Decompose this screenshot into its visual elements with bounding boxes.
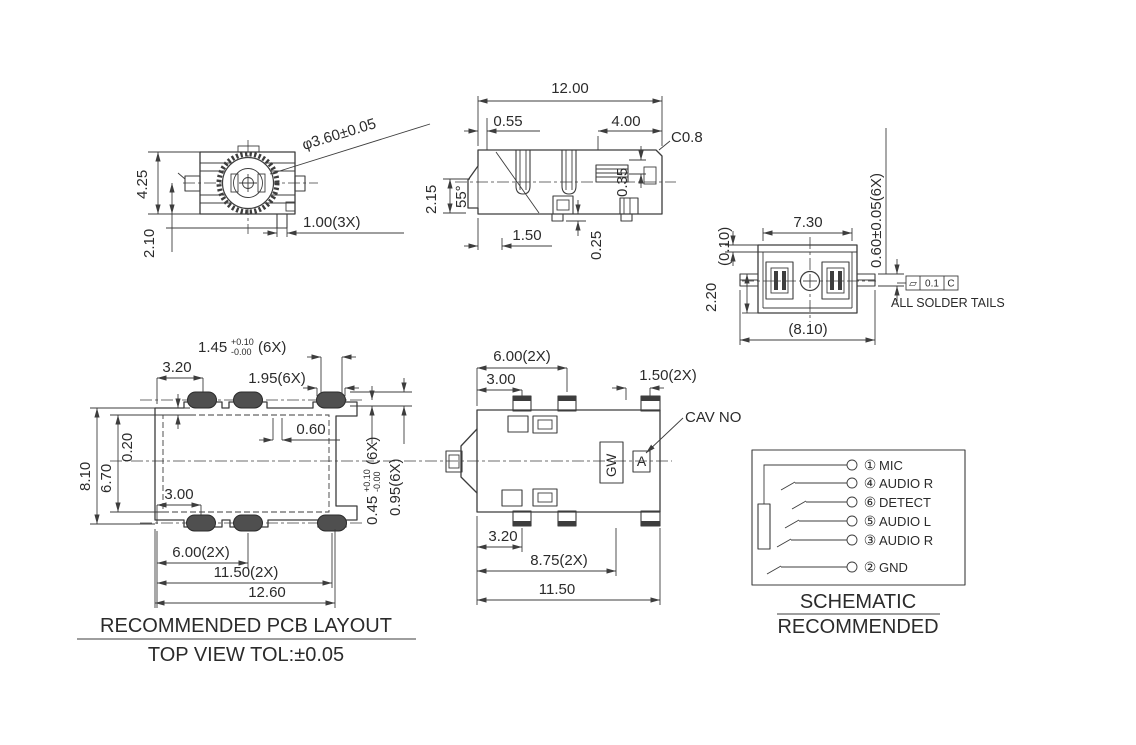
- schematic-caption-line2: RECOMMENDED: [777, 616, 938, 638]
- pin-label: DETECT: [879, 495, 931, 510]
- dim-slot-width: 0.45: [364, 496, 381, 525]
- dim-3-00-top: 3.00: [486, 371, 515, 388]
- dim-pin-width: 1.00(3X): [303, 214, 361, 231]
- dim-pad-width-tol-minus: -0.00: [231, 347, 252, 357]
- gdt-value: 0.1: [925, 279, 939, 290]
- pcb-caption-line1: RECOMMENDED PCB LAYOUT: [100, 615, 392, 637]
- dim-0-20: 0.20: [119, 433, 136, 462]
- dim-0-10-ref: (0.10): [716, 227, 733, 266]
- schematic-pin-row: ④ AUDIO R: [864, 475, 933, 491]
- dim-2-10: 2.10: [141, 229, 158, 258]
- pin-number: ②: [864, 559, 877, 575]
- dim-1-50-top: 1.50(2X): [639, 367, 697, 384]
- dim-2-20: 2.20: [703, 283, 720, 312]
- dim-pad-width-suffix: (6X): [258, 339, 286, 356]
- schematic-pin-row: ⑥ DETECT: [864, 494, 931, 510]
- dim-pad-len: 1.95(6X): [248, 370, 306, 387]
- dim-7-30: 7.30: [793, 214, 822, 231]
- pin-number: ①: [864, 457, 877, 473]
- pin-number: ④: [864, 475, 877, 491]
- dim-chamfer: C0.8: [671, 129, 703, 146]
- dim-angle-55: 55°: [453, 185, 470, 208]
- schematic: ① MIC ④ AUDIO R ⑥ DETECT ⑤ AUDIO L ③ AUD…: [751, 449, 966, 638]
- dim-slot-tol-plus: +0.10: [362, 469, 372, 492]
- pin-number: ③: [864, 532, 877, 548]
- dim-0-35: 0.35: [614, 168, 631, 197]
- dim-8-10-ref: (8.10): [788, 321, 827, 338]
- dim-2-15: 2.15: [423, 185, 440, 214]
- dim-11-50-top: 11.50: [539, 581, 575, 598]
- dim-6-70: 6.70: [98, 464, 115, 493]
- pin-number: ⑤: [864, 513, 877, 529]
- dim-0-25: 0.25: [588, 231, 605, 260]
- dim-pad-width-tol-plus: +0.10: [231, 337, 254, 347]
- pin-label: AUDIO L: [879, 514, 931, 529]
- dim-4-00: 4.00: [611, 113, 640, 130]
- cavity-letter: A: [637, 453, 647, 469]
- dim-slot-tol-minus: -0.00: [372, 471, 382, 492]
- dim-pad-width: 1.45: [198, 339, 227, 356]
- dim-8-10: 8.10: [77, 462, 94, 491]
- dim-0-60-pcb: 0.60: [296, 421, 325, 438]
- pcb-caption-line2: TOP VIEW TOL:±0.05: [148, 644, 344, 666]
- dim-3-20-top: 3.20: [488, 528, 517, 545]
- pin-label: AUDIO R: [879, 533, 933, 548]
- dim-3-20-pcb: 3.20: [162, 359, 191, 376]
- schematic-pin-row: ① MIC: [864, 457, 903, 473]
- side-view: 12.00 0.55 4.00 C0.8 0.35 2.15 55° 1.50: [423, 80, 703, 260]
- rear-view: 7.30 (8.10) (0.10) 2.20 0.60±0.05(6X) ▱ …: [703, 128, 1005, 345]
- dim-pad-height: 0.95(6X): [387, 458, 404, 516]
- dim-6-00-pcb: 6.00(2X): [172, 544, 230, 561]
- dim-8-75: 8.75(2X): [530, 552, 588, 569]
- dim-0-60-tail: 0.60±0.05(6X): [868, 173, 885, 268]
- marking-gw: GW: [604, 453, 619, 477]
- dim-3-00-pcb: 3.00: [164, 486, 193, 503]
- schematic-pin-row: ② GND: [864, 559, 908, 575]
- front-view: 4.25 2.10 φ3.60±0.05 1.00(3X): [134, 115, 431, 258]
- dim-6-00-top: 6.00(2X): [493, 348, 551, 365]
- pin-number: ⑥: [864, 494, 877, 510]
- gdt-datum: C: [947, 279, 954, 290]
- gdt-symbol: ▱: [909, 279, 917, 290]
- dim-11-50-pcb: 11.50(2X): [214, 564, 279, 581]
- cav-no-label: CAV NO: [685, 409, 741, 426]
- schematic-pin-row: ③ AUDIO R: [864, 532, 933, 548]
- dim-12-00: 12.00: [551, 80, 589, 97]
- schematic-pin-row: ⑤ AUDIO L: [864, 513, 931, 529]
- pin-label: MIC: [879, 458, 903, 473]
- dim-1-50: 1.50: [512, 227, 541, 244]
- dim-12-60: 12.60: [248, 584, 286, 601]
- schematic-caption-line1: SCHEMATIC: [800, 591, 916, 613]
- pcb-layout-view: 1.45 +0.10 -0.00 (6X) 3.20 1.95(6X) 0.60…: [77, 337, 672, 666]
- top-view: GW A 6.00(2X) 3.00 1.50(2X) CAV NO 3.20 …: [445, 348, 741, 605]
- dim-slot-suffix: (6X): [364, 437, 381, 465]
- dim-0-55: 0.55: [493, 113, 522, 130]
- note-all-solder-tails: ALL SOLDER TAILS: [891, 296, 1005, 310]
- pin-label: AUDIO R: [879, 476, 933, 491]
- pin-label: GND: [879, 560, 908, 575]
- dim-4-25: 4.25: [134, 170, 151, 199]
- dim-barrel-dia: φ3.60±0.05: [300, 115, 378, 154]
